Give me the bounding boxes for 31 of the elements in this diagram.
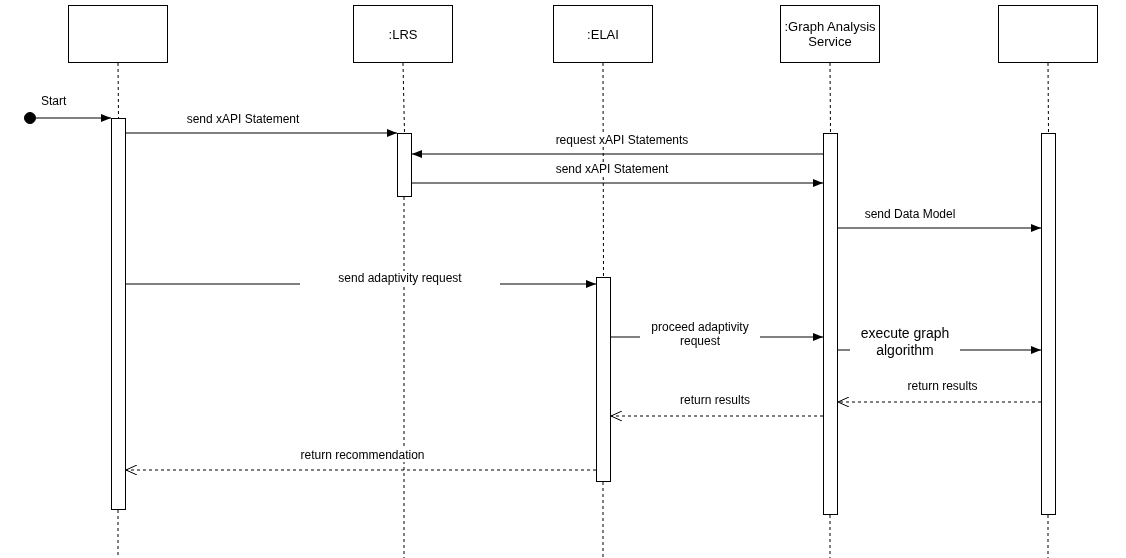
lifeline-head-box	[780, 5, 880, 63]
edge-label: send adaptivity request	[300, 271, 500, 285]
message-arrow	[837, 224, 1042, 232]
lifeline-head-box	[68, 5, 168, 63]
lifeline	[602, 62, 604, 278]
message-arrow	[35, 114, 112, 122]
return-arrow	[125, 464, 597, 476]
lifeline	[829, 62, 831, 134]
start-dot	[24, 112, 36, 124]
participant-name: :Graph Analysis Service	[783, 19, 877, 49]
message-arrow	[411, 179, 824, 187]
lifeline	[117, 62, 119, 119]
activation-bar	[596, 277, 611, 482]
lifeline-head-box	[553, 5, 653, 63]
activation-bar	[111, 118, 126, 510]
return-arrow	[837, 396, 1042, 408]
lifeline	[1047, 62, 1049, 134]
edge-label: Start	[41, 94, 65, 108]
activation-bar	[397, 133, 412, 197]
edge-label: proceed adaptivity request	[640, 320, 760, 348]
participant-name: :ELAI	[587, 26, 619, 42]
message-arrow	[411, 150, 824, 158]
activation-bar	[823, 133, 838, 515]
return-arrow	[610, 410, 824, 422]
lifeline-head-box	[353, 5, 453, 63]
edge-label: execute graph algorithm	[850, 325, 960, 359]
participant-name: :LRS	[388, 26, 418, 42]
activation-bar	[1041, 133, 1056, 515]
message-arrow	[125, 129, 398, 137]
lifeline-head-box	[998, 5, 1098, 63]
lifeline	[402, 62, 405, 134]
